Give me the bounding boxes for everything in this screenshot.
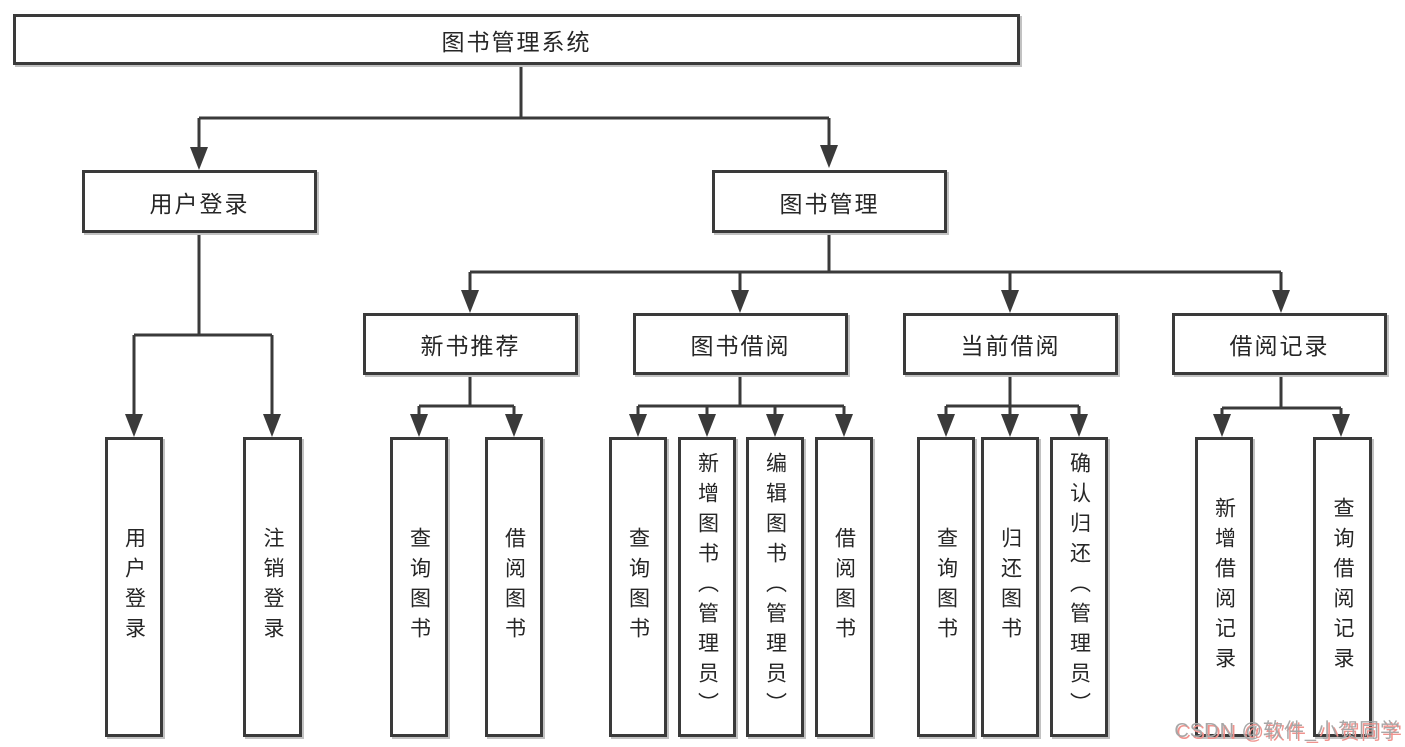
arrowhead xyxy=(1070,414,1088,437)
arrowhead xyxy=(731,290,749,313)
connector-root xyxy=(197,65,831,149)
leaf-user-login: 用户登录 xyxy=(105,437,163,737)
arrowhead xyxy=(1272,290,1290,313)
arrowhead xyxy=(263,414,281,437)
node-borrow-records: 借阅记录 xyxy=(1172,313,1387,375)
arrowhead xyxy=(461,290,479,313)
arrowhead xyxy=(698,414,716,437)
connector-current-borrow xyxy=(944,375,1081,416)
leaf-bb-query-books: 查询图书 xyxy=(609,437,667,737)
csdn-watermark: CSDN @软件_小贺同学 xyxy=(1174,720,1401,742)
arrowhead xyxy=(835,414,853,437)
arrowhead xyxy=(1001,290,1019,313)
node-current-borrow: 当前借阅 xyxy=(903,313,1118,375)
leaf-bb-add-books-admin: 新增图书（管理员） xyxy=(678,437,736,737)
leaf-br-query-record: 查询借阅记录 xyxy=(1313,437,1372,737)
leaf-bb-edit-books-admin: 编辑图书（管理员） xyxy=(746,437,804,737)
node-library-management-system: 图书管理系统 xyxy=(13,14,1020,65)
node-book-management: 图书管理 xyxy=(712,170,947,233)
node-user-login: 用户登录 xyxy=(82,170,317,233)
leaf-cb-confirm-return-admin: 确认归还（管理员） xyxy=(1050,437,1108,737)
arrowhead xyxy=(505,414,523,437)
leaf-cb-return-books: 归还图书 xyxy=(981,437,1039,737)
connector-borrow-records xyxy=(1220,375,1343,416)
arrowhead xyxy=(1001,414,1019,437)
leaf-nb-borrow-books: 借阅图书 xyxy=(485,437,543,737)
leaf-bb-borrow-books: 借阅图书 xyxy=(815,437,873,737)
connector-stroke-group xyxy=(132,65,1343,416)
arrowhead xyxy=(937,414,955,437)
leaf-logout-login: 注销登录 xyxy=(243,437,302,737)
arrowhead xyxy=(125,414,143,437)
connector-user-login xyxy=(132,233,274,416)
leaf-nb-query-books: 查询图书 xyxy=(390,437,448,737)
arrowhead-group xyxy=(125,145,1350,437)
arrowhead xyxy=(1213,414,1231,437)
arrowhead xyxy=(410,414,428,437)
connector-new-book-recommend xyxy=(417,375,516,416)
arrowhead xyxy=(629,414,647,437)
arrowhead xyxy=(190,147,208,170)
arrowhead xyxy=(820,145,838,168)
leaf-cb-query-books: 查询图书 xyxy=(917,437,975,737)
connector-book-borrow xyxy=(636,375,846,416)
leaf-br-add-record: 新增借阅记录 xyxy=(1195,437,1253,737)
arrowhead xyxy=(1332,414,1350,437)
arrowhead xyxy=(766,414,784,437)
node-new-book-recommend: 新书推荐 xyxy=(363,313,578,375)
connector-book-management xyxy=(468,233,1283,292)
node-book-borrow: 图书借阅 xyxy=(633,313,848,375)
